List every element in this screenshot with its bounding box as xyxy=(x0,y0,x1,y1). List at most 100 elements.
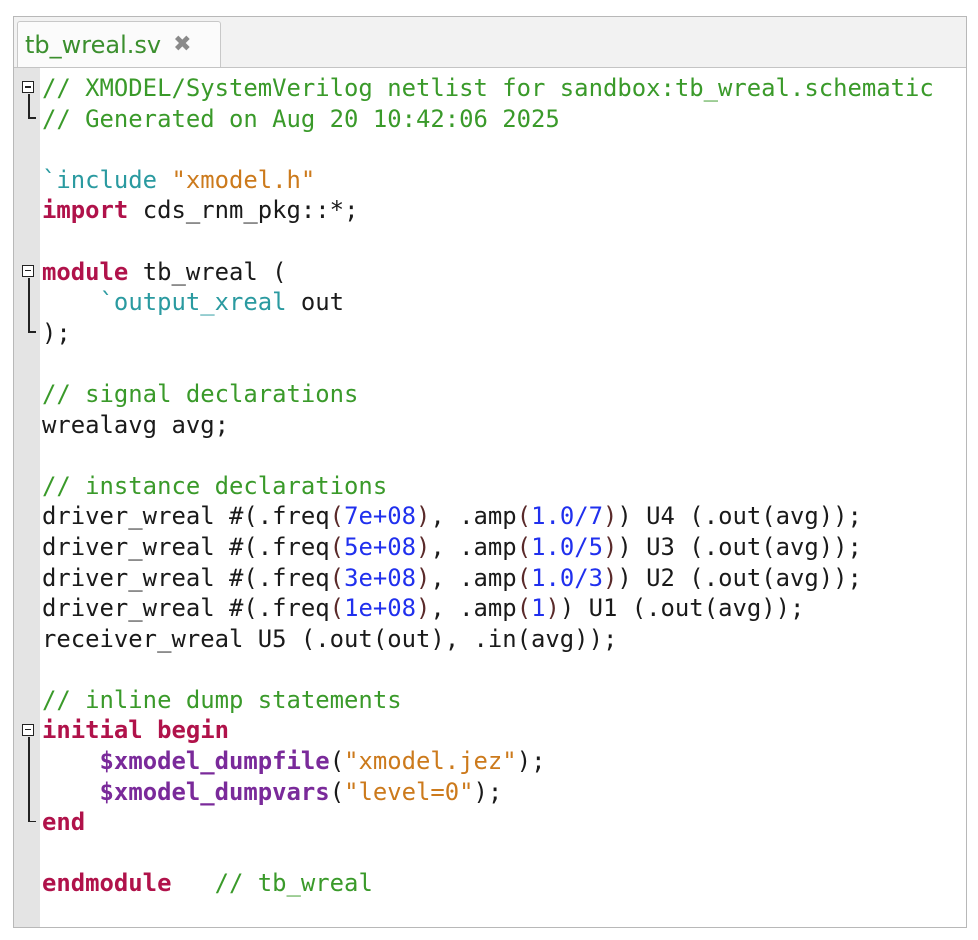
punctuation: ( xyxy=(516,532,532,561)
punctuation: ( xyxy=(329,532,345,561)
punctuation: ( xyxy=(329,563,345,592)
code-line: // Generated on Aug 20 10:42:06 2025 xyxy=(42,104,934,135)
fold-line xyxy=(28,736,30,823)
code-line: `include "xmodel.h" xyxy=(42,165,934,196)
code-token: ) U4 (.out(avg)); xyxy=(617,502,862,531)
fold-end xyxy=(28,117,36,119)
code-line: // inline dump statements xyxy=(42,685,934,716)
number-literal: 1e+08 xyxy=(344,594,416,623)
punctuation: ) xyxy=(603,563,618,592)
code-token: ) U2 (.out(avg)); xyxy=(617,563,862,592)
code-line: $xmodel_dumpfile("xmodel.jez"); xyxy=(42,746,934,777)
punctuation: ( xyxy=(516,502,532,531)
tab-tb-wreal[interactable]: tb_wreal.sv ✖ xyxy=(17,21,221,67)
editor-window: tb_wreal.sv ✖ // XMODEL/SystemVerilog ne… xyxy=(13,16,967,928)
code-token: ( xyxy=(329,747,345,776)
close-icon[interactable]: ✖ xyxy=(173,32,192,57)
code-line: driver_wreal #(.freq(1e+08), .amp(1)) U1… xyxy=(42,593,934,624)
code-token xyxy=(171,869,214,897)
punctuation: ) xyxy=(545,594,560,623)
keyword: module xyxy=(42,257,129,286)
number-literal: 1.0/7 xyxy=(531,502,603,531)
code-token: ) U3 (.out(avg)); xyxy=(617,532,862,561)
system-task: $xmodel_dumpvars xyxy=(99,777,330,806)
system-task: $xmodel_dumpfile xyxy=(99,747,330,776)
code-text[interactable]: // XMODEL/SystemVerilog netlist for sand… xyxy=(42,73,934,899)
code-token xyxy=(42,778,100,806)
punctuation: ) xyxy=(415,502,431,531)
comment: // XMODEL/SystemVerilog netlist for sand… xyxy=(42,74,934,102)
code-line: `output_xreal out xyxy=(42,287,934,318)
code-editor[interactable]: // XMODEL/SystemVerilog netlist for sand… xyxy=(14,68,966,927)
code-token: ) U1 (.out(avg)); xyxy=(559,594,805,623)
code-line: initial begin xyxy=(42,715,934,746)
preprocessor-directive: `include xyxy=(42,165,172,194)
code-line: driver_wreal #(.freq(7e+08), .amp(1.0/7)… xyxy=(42,501,934,532)
code-line: import cds_rnm_pkg::*; xyxy=(42,195,934,226)
code-token: , .amp xyxy=(430,502,517,531)
string-literal: "xmodel.h" xyxy=(171,165,316,194)
code-token xyxy=(42,288,100,316)
fold-marker[interactable] xyxy=(22,81,36,119)
code-token: , .amp xyxy=(430,594,517,623)
code-token: ); xyxy=(516,747,546,776)
collapse-icon[interactable] xyxy=(22,81,34,93)
fold-marker[interactable] xyxy=(22,723,36,823)
punctuation: ) xyxy=(415,532,431,561)
code-token: ); xyxy=(473,777,503,806)
fold-end xyxy=(28,820,36,823)
string-literal: "xmodel.jez" xyxy=(344,747,517,776)
code-line: driver_wreal #(.freq(5e+08), .amp(1.0/5)… xyxy=(42,532,934,563)
code-line: receiver_wreal U5 (.out(out), .in(avg)); xyxy=(42,624,934,655)
punctuation: ( xyxy=(516,594,532,623)
code-line: // signal declarations xyxy=(42,379,934,410)
code-line: driver_wreal #(.freq(3e+08), .amp(1.0/3)… xyxy=(42,563,934,594)
comment: // tb_wreal xyxy=(214,869,373,898)
code-token: receiver_wreal U5 (.out(out), .in(avg)); xyxy=(42,624,618,653)
code-token xyxy=(42,747,100,775)
code-token: driver_wreal #(.freq xyxy=(42,594,330,623)
code-token: driver_wreal #(.freq xyxy=(42,502,330,531)
code-line: module tb_wreal ( xyxy=(42,257,934,288)
fold-marker[interactable] xyxy=(22,264,36,333)
code-token: cds_rnm_pkg::*; xyxy=(128,196,359,225)
code-line xyxy=(42,134,934,165)
code-line: end xyxy=(42,807,934,838)
code-token: tb_wreal ( xyxy=(128,257,287,286)
punctuation: ) xyxy=(415,563,431,592)
collapse-icon[interactable] xyxy=(22,264,34,277)
code-token: driver_wreal #(.freq xyxy=(42,532,330,561)
fold-gutter xyxy=(14,68,40,927)
preprocessor-directive: `output_xreal xyxy=(99,288,287,317)
punctuation: ( xyxy=(329,502,345,531)
code-token: wrealavg avg; xyxy=(42,410,229,439)
code-line xyxy=(42,440,934,471)
punctuation: ) xyxy=(603,502,618,531)
keyword: import xyxy=(42,196,129,225)
keyword: endmodule xyxy=(42,869,172,898)
number-literal: 5e+08 xyxy=(344,532,416,561)
punctuation: ( xyxy=(329,594,345,623)
code-line: ); xyxy=(42,318,934,349)
comment: // instance declarations xyxy=(42,471,388,500)
code-token: out xyxy=(286,288,345,317)
comment: // inline dump statements xyxy=(42,685,402,714)
keyword: end xyxy=(42,808,86,837)
code-line xyxy=(42,838,934,869)
code-token: driver_wreal #(.freq xyxy=(42,563,330,592)
punctuation: ( xyxy=(516,563,532,592)
code-line: $xmodel_dumpvars("level=0"); xyxy=(42,777,934,808)
punctuation: ) xyxy=(603,532,618,561)
number-literal: 3e+08 xyxy=(344,563,416,592)
string-literal: "level=0" xyxy=(344,777,474,806)
fold-line xyxy=(28,277,30,333)
code-line xyxy=(42,654,934,685)
code-token: , .amp xyxy=(430,532,517,561)
collapse-icon[interactable] xyxy=(22,723,34,736)
punctuation: ) xyxy=(415,594,431,623)
code-token: ); xyxy=(42,318,71,347)
code-line xyxy=(42,226,934,257)
code-token: ( xyxy=(329,777,345,806)
number-literal: 1 xyxy=(531,594,546,623)
number-literal: 1.0/3 xyxy=(531,563,603,592)
